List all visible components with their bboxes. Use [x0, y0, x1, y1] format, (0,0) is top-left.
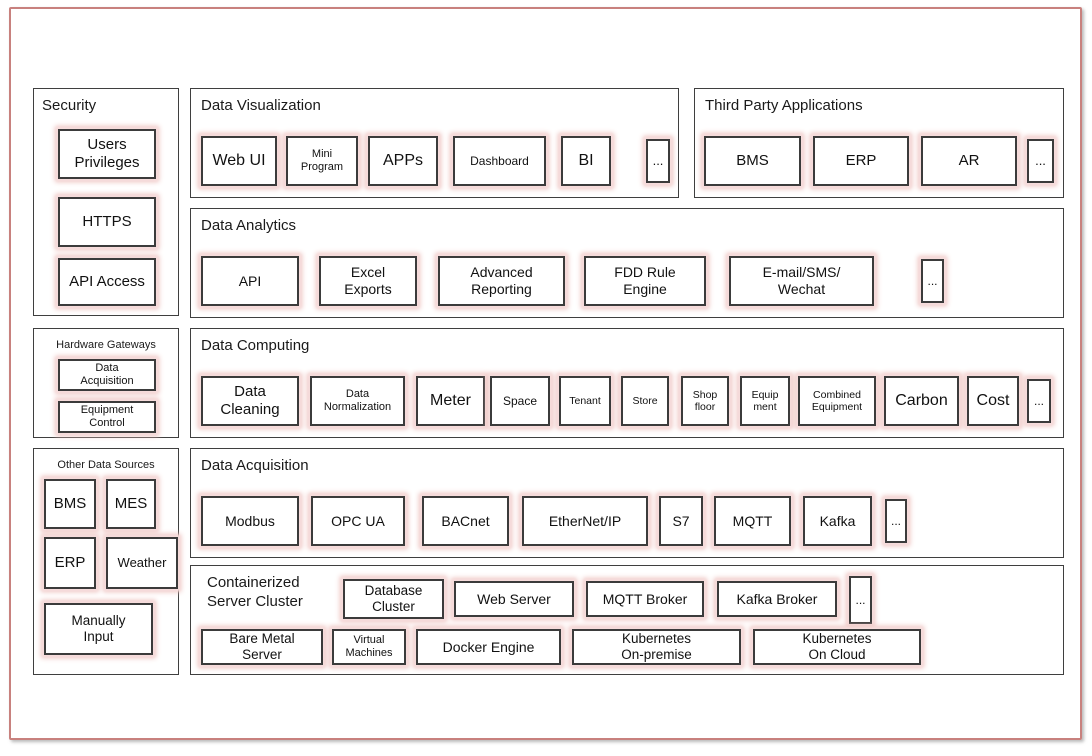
section-title: Data Analytics	[201, 217, 297, 234]
diagram-box: ERP	[44, 537, 96, 589]
ellipsis-box: ...	[885, 499, 907, 543]
diagram-box: Space	[490, 376, 550, 426]
diagram-box: Equipment Control	[58, 401, 156, 433]
diagram-box: Data Cleaning	[201, 376, 299, 426]
diagram-box: Shop floor	[681, 376, 729, 426]
diagram-box: Advanced Reporting	[438, 256, 565, 306]
diagram-box: BI	[561, 136, 611, 186]
diagram-box: Equip ment	[740, 376, 790, 426]
diagram-box: BMS	[44, 479, 96, 529]
diagram-box: Bare Metal Server	[201, 629, 323, 665]
ellipsis-box: ...	[1027, 379, 1051, 423]
section-title: Hardware Gateways	[56, 339, 156, 351]
diagram-box: MQTT Broker	[586, 581, 704, 617]
diagram-box: APPs	[368, 136, 438, 186]
diagram-box: Data Acquisition	[58, 359, 156, 391]
diagram-box: Web UI	[201, 136, 277, 186]
diagram-box: Weather	[106, 537, 178, 589]
section-containerized-server-cluster: Containerized Server Cluster Database Cl…	[190, 565, 1064, 675]
diagram-box: Database Cluster	[343, 579, 444, 619]
section-title: Data Computing	[201, 337, 310, 354]
diagram-box: Modbus	[201, 496, 299, 546]
diagram-box: AR	[921, 136, 1017, 186]
diagram-box: MES	[106, 479, 156, 529]
section-title: Data Acquisition	[201, 457, 309, 474]
diagram-box: ERP	[813, 136, 909, 186]
diagram-box: API Access	[58, 258, 156, 306]
diagram-box: Tenant	[559, 376, 611, 426]
ellipsis-box: ...	[1027, 139, 1054, 183]
diagram-box: BACnet	[422, 496, 509, 546]
diagram-box: Carbon	[884, 376, 959, 426]
diagram-box: MQTT	[714, 496, 791, 546]
section-data-analytics: Data Analytics API Excel Exports Advanced …	[190, 208, 1064, 318]
ellipsis-box: ...	[921, 259, 944, 303]
section-title: Data Visualization	[201, 97, 321, 114]
section-title: Security	[42, 97, 97, 114]
section-title: Other Data Sources	[57, 459, 155, 471]
diagram-box: Manually Input	[44, 603, 153, 655]
diagram-box: Dashboard	[453, 136, 546, 186]
section-title: Containerized Server Cluster	[207, 574, 303, 610]
diagram-box: Store	[621, 376, 669, 426]
diagram-box: Kubernetes On Cloud	[753, 629, 921, 665]
diagram-box: OPC UA	[311, 496, 405, 546]
diagram-box: S7	[659, 496, 703, 546]
diagram-box: Mini Program	[286, 136, 358, 186]
diagram-box: Virtual Machines	[332, 629, 406, 665]
diagram-box: Meter	[416, 376, 485, 426]
diagram-box: E-mail/SMS/ Wechat	[729, 256, 874, 306]
ellipsis-box: ...	[849, 576, 872, 624]
diagram-box: Web Server	[454, 581, 574, 617]
diagram-box: HTTPS	[58, 197, 156, 247]
outer-frame	[9, 7, 1082, 740]
diagram-box: FDD Rule Engine	[584, 256, 706, 306]
ellipsis-box: ...	[646, 139, 670, 183]
diagram-box: Cost	[967, 376, 1019, 426]
diagram-box: Data Normalization	[310, 376, 405, 426]
diagram-box: Kubernetes On-premise	[572, 629, 741, 665]
diagram-box: Kafka Broker	[717, 581, 837, 617]
diagram-box: Kafka	[803, 496, 872, 546]
diagram-box: EtherNet/IP	[522, 496, 648, 546]
section-title: Third Party Applications	[705, 97, 863, 114]
diagram-box: Docker Engine	[416, 629, 561, 665]
diagram-box: Users Privileges	[58, 129, 156, 179]
diagram-box: BMS	[704, 136, 801, 186]
diagram-box: Excel Exports	[319, 256, 417, 306]
diagram-box: Combined Equipment	[798, 376, 876, 426]
diagram-box: API	[201, 256, 299, 306]
